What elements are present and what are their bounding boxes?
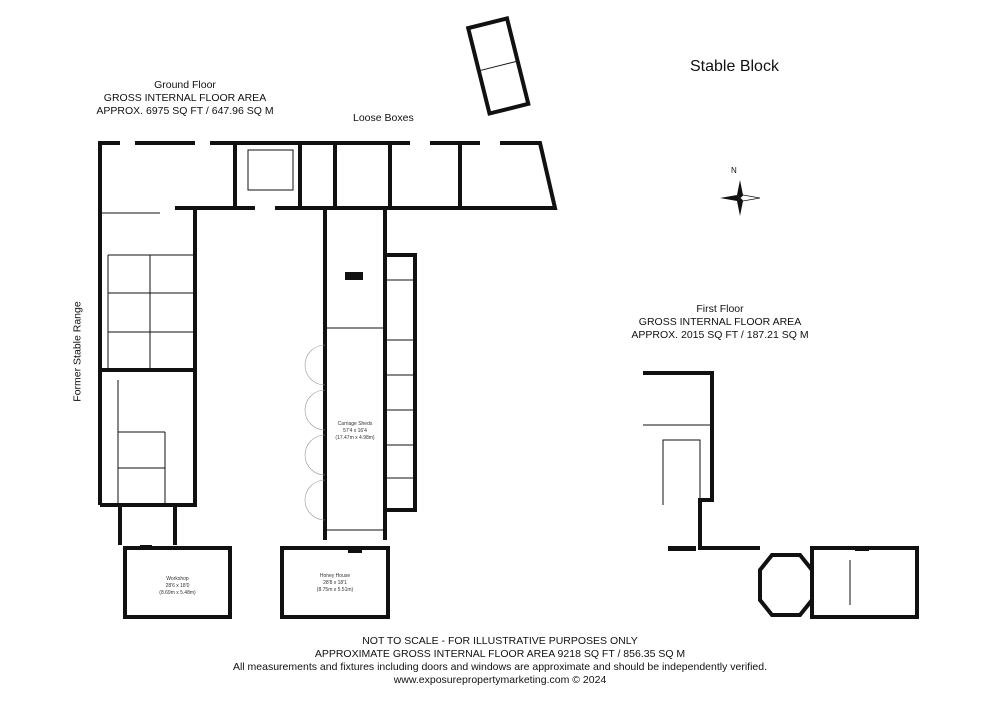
footer-notes: NOT TO SCALE - FOR ILLUSTRATIVE PURPOSES… xyxy=(0,635,1000,687)
ground-floor-area-label: GROSS INTERNAL FLOOR AREA xyxy=(103,92,267,104)
footer-total-area: APPROXIMATE GROSS INTERNAL FLOOR AREA 92… xyxy=(314,648,686,660)
room-dims: 28'6 x 18'0 xyxy=(165,583,190,589)
honey-house-walls xyxy=(280,546,390,619)
former-stable-range-label: Former Stable Range xyxy=(71,301,84,402)
former-stable-range-walls xyxy=(98,141,197,545)
carriage-sheds-walls xyxy=(304,208,417,540)
room-metric: (17.47m x 4.98m) xyxy=(335,435,375,441)
room-name: Workshop xyxy=(166,576,189,582)
footer-disclaimer: All measurements and fixtures including … xyxy=(232,661,768,673)
room-dims: 28'8 x 18'1 xyxy=(323,580,347,586)
first-floor-area: APPROX. 2015 SQ FT / 187.21 SQ M xyxy=(631,329,809,341)
first-floor-title: First Floor xyxy=(696,303,744,315)
room-name: Honey House xyxy=(319,573,351,579)
room-label-carriage-sheds: Carriage Sheds 57'4 x 16'4 (17.47m x 4.9… xyxy=(325,421,385,442)
compass-icon xyxy=(720,180,761,216)
room-metric: (8.75m x 5.51m) xyxy=(316,587,354,593)
loose-boxes-walls xyxy=(120,140,558,211)
compass-north-label: N xyxy=(731,166,737,175)
plan-title: Stable Block xyxy=(690,58,779,75)
first-floor-walls xyxy=(643,371,919,619)
first-floor-area-label: GROSS INTERNAL FLOOR AREA xyxy=(638,316,802,328)
detached-shed xyxy=(465,16,531,116)
loose-boxes-label: Loose Boxes xyxy=(353,112,414,124)
ground-floor-area: APPROX. 6975 SQ FT / 647.96 SQ M xyxy=(96,105,274,117)
ground-floor-title: Ground Floor xyxy=(154,79,216,91)
ground-floor-heading: Ground Floor GROSS INTERNAL FLOOR AREA A… xyxy=(95,79,275,118)
footer-scale-note: NOT TO SCALE - FOR ILLUSTRATIVE PURPOSES… xyxy=(362,635,638,647)
footer-website: www.exposurepropertymarketing.com © 2024 xyxy=(393,674,607,686)
room-name: Carriage Sheds xyxy=(337,421,373,427)
room-dims: 57'4 x 16'4 xyxy=(343,428,367,434)
room-label-workshop: Workshop 28'6 x 18'0 (8.69m x 5.48m) xyxy=(130,576,225,597)
first-floor-heading: First Floor GROSS INTERNAL FLOOR AREA AP… xyxy=(630,303,810,342)
workshop-walls xyxy=(123,546,232,619)
room-metric: (8.69m x 5.48m) xyxy=(159,590,196,596)
room-label-honey-house: Honey House 28'8 x 18'1 (8.75m x 5.51m) xyxy=(287,573,383,594)
